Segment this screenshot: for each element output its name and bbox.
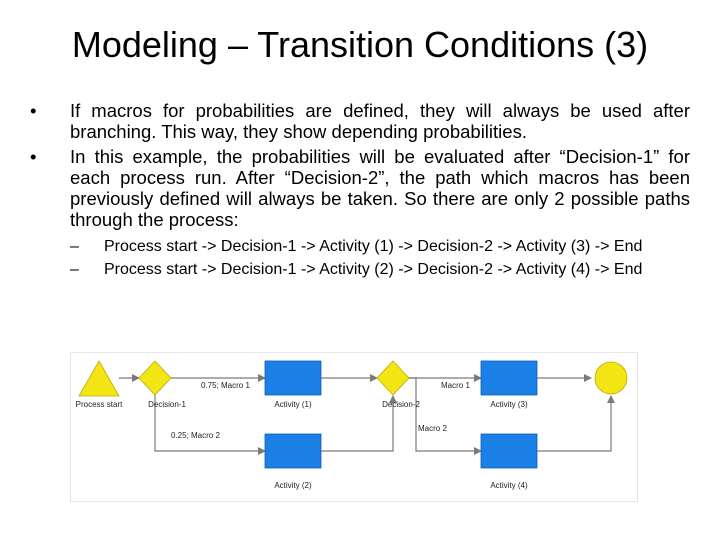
activity1-shape (264, 360, 322, 396)
activity4-label: Activity (4) (490, 481, 528, 490)
process-start-label: Process start (76, 400, 123, 409)
bullet-marker: • (30, 100, 37, 121)
edge-decision1-to-activity2 (154, 394, 266, 455)
end-shape (594, 361, 628, 395)
decision2-label: Decision-2 (382, 400, 420, 409)
decision1-shape (138, 360, 172, 396)
sub-bullet-item: – Process start -> Decision-1 -> Activit… (70, 261, 690, 278)
bullet-text: If macros for probabilities are defined,… (70, 100, 690, 142)
slide-title: Modeling – Transition Conditions (3) (71, 24, 649, 65)
edge-label-macro1-prob: 0.75; Macro 1 (201, 381, 250, 390)
bullet-item: • In this example, the probabilities wil… (30, 146, 690, 278)
edge-decision2-to-activity4 (409, 377, 482, 455)
activity3-shape (480, 360, 538, 396)
edge-label-macro2-prob: 0.25; Macro 2 (171, 431, 220, 440)
process-diagram: Process start Decision-1 Activity (1) De… (70, 352, 638, 502)
sub-bullet-item: – Process start -> Decision-1 -> Activit… (70, 238, 690, 255)
dash-marker: – (70, 238, 79, 255)
activity2-label: Activity (2) (274, 481, 312, 490)
edge-activity4-to-end (537, 395, 615, 452)
bullet-marker: • (30, 146, 37, 167)
edge-activity2-to-decision2 (321, 395, 397, 452)
bullet-item: • If macros for probabilities are define… (30, 100, 690, 142)
dash-marker: – (70, 261, 79, 278)
activity3-label: Activity (3) (490, 400, 528, 409)
sub-bullet-text: Process start -> Decision-1 -> Activity … (104, 238, 643, 255)
sub-bullet-list: – Process start -> Decision-1 -> Activit… (70, 238, 690, 278)
edge-label-macro2: Macro 2 (418, 424, 447, 433)
activity1-label: Activity (1) (274, 400, 312, 409)
process-start-shape (78, 360, 120, 397)
activity2-shape (264, 433, 322, 469)
process-diagram-svg: Process start Decision-1 Activity (1) De… (76, 360, 628, 490)
activity4-shape (480, 433, 538, 469)
bullet-text: In this example, the probabilities will … (70, 146, 690, 230)
sub-bullet-text: Process start -> Decision-1 -> Activity … (104, 261, 643, 278)
bullet-list: • If macros for probabilities are define… (30, 100, 690, 284)
decision2-shape (376, 360, 410, 396)
edge-label-macro1: Macro 1 (441, 381, 470, 390)
decision1-label: Decision-1 (148, 400, 186, 409)
